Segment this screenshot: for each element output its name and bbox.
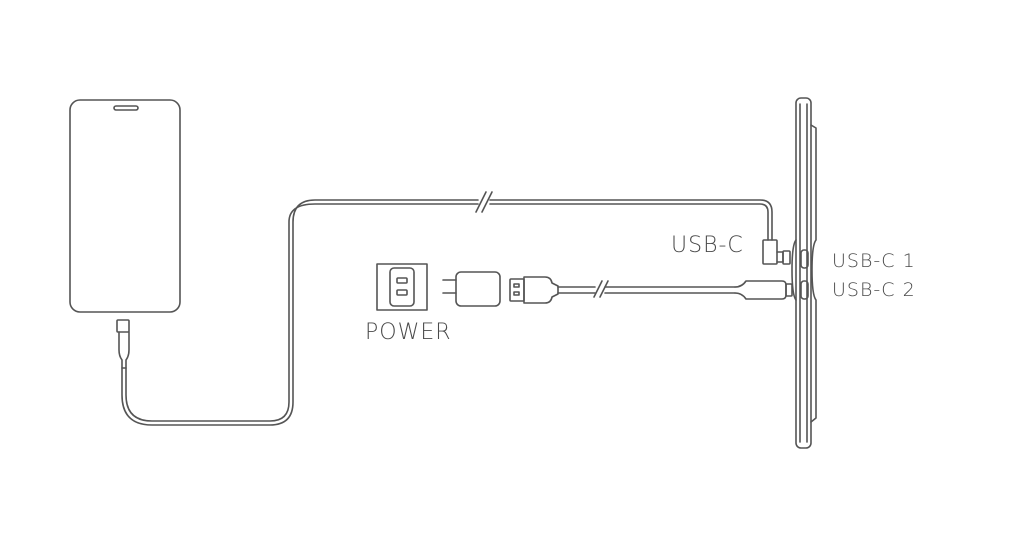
phone-port-label: USB-C [671,233,744,258]
phone-cable [121,191,791,426]
device-port-1-label: USB-C 1 [832,250,916,272]
power-label: POWER [365,320,452,345]
usb-c-port-2 [800,280,809,300]
phone-icon [69,99,181,369]
charger-icon [442,271,501,307]
device-port-2-label: USB-C 2 [832,279,916,301]
usb-c-port-1 [800,249,809,269]
power-cable [509,276,793,304]
monitor-side-icon [791,97,817,449]
power-outlet-icon [376,263,428,311]
